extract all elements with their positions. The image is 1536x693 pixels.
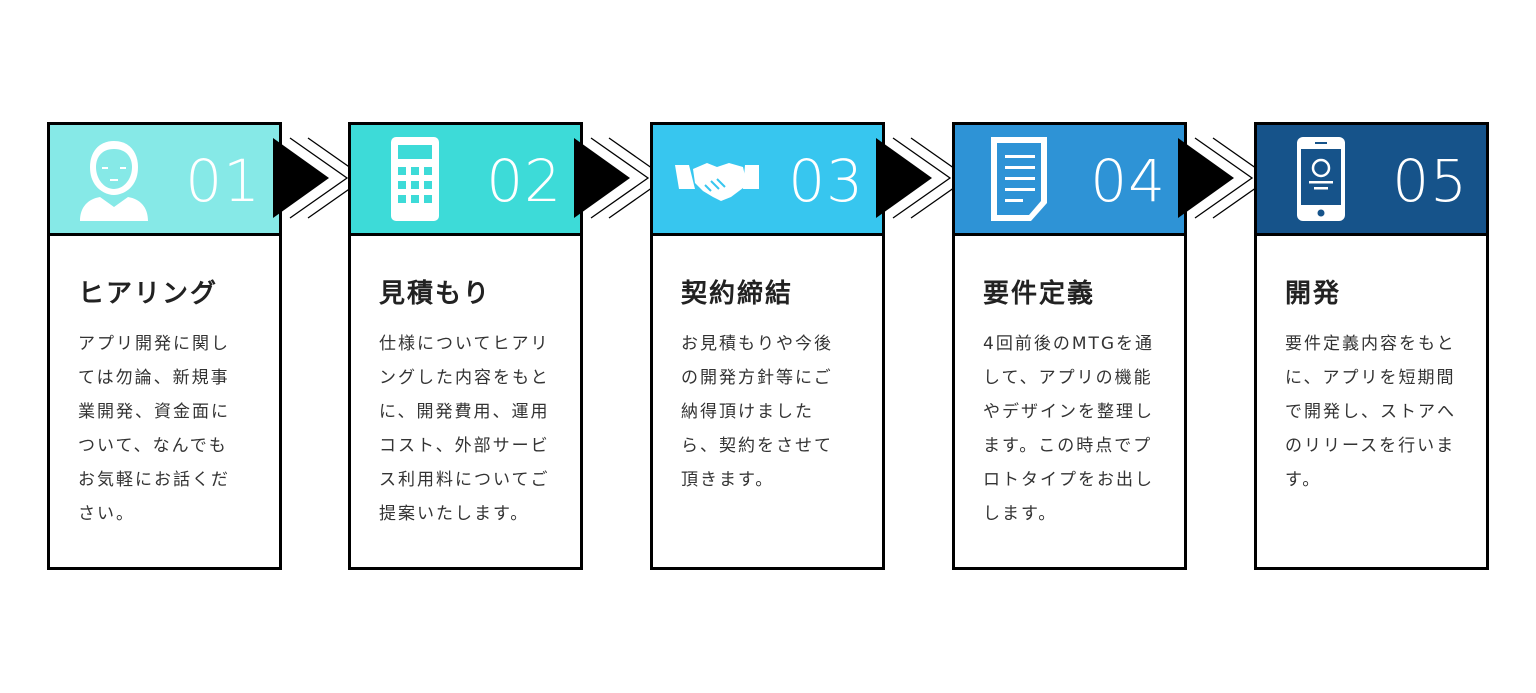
step-description-line: アプリ開発に関し: [78, 334, 230, 354]
step-description-line: ては勿論、新規事: [78, 368, 230, 388]
step-description: お見積もりや今後の開発方針等にご納得頂けましたら、契約をさせて頂きます。: [681, 327, 833, 497]
step-header: 04: [955, 125, 1184, 236]
step-description-line: ロトタイプをお出し: [983, 470, 1154, 490]
step-description-line: の開発方針等にご: [681, 368, 833, 388]
step-description-line: ら、契約をさせて: [681, 436, 833, 456]
step-title: 開発: [1285, 279, 1342, 309]
step-number: 03: [788, 147, 864, 215]
step-description-line: ス利用料についてご: [379, 470, 550, 490]
step-header: 02: [351, 125, 580, 236]
step-card-04: 04 要件定義 4回前後のMTGを通して、アプリの機能やデザインを整理します。こ…: [952, 122, 1187, 570]
step-number: 01: [185, 147, 261, 215]
step-card-05: 05 開発 要件定義内容をもとに、アプリを短期間で開発し、ストアへのリリースを行…: [1254, 122, 1489, 570]
step-title: 見積もり: [379, 279, 492, 309]
step-description-line: 要件定義内容をもと: [1285, 334, 1456, 354]
step-description-line: で開発し、ストアへ: [1285, 402, 1456, 422]
step-description-line: コスト、外部サービ: [379, 436, 550, 456]
step-description-line: して、アプリの機能: [983, 368, 1153, 388]
step-description-line: に、アプリを短期間: [1285, 368, 1456, 388]
step-description-line: します。: [983, 504, 1058, 524]
step-card-03: 03 契約締結 お見積もりや今後の開発方針等にご納得頂けましたら、契約をさせて頂…: [650, 122, 885, 570]
smartphone-icon: [1279, 135, 1363, 223]
step-description-line: ングした内容をもと: [379, 368, 550, 388]
step-header: 03: [653, 125, 882, 236]
step-description-line: お見積もりや今後: [681, 334, 833, 354]
step-number: 02: [486, 147, 562, 215]
step-header: 01: [50, 125, 279, 236]
step-description-line: やデザインを整理し: [983, 402, 1154, 422]
step-description: 仕様についてヒアリングした内容をもとに、開発費用、運用コスト、外部サービス利用料…: [379, 327, 550, 531]
step-description-line: 納得頂けました: [681, 402, 814, 422]
step-description-line: ついて、なんでも: [78, 436, 228, 456]
step-number: 05: [1392, 147, 1468, 215]
step-description-line: 4回前後のMTGを通: [983, 334, 1155, 354]
step-number: 04: [1090, 147, 1166, 215]
step-description-line: す。: [1285, 470, 1322, 490]
calculator-icon: [373, 135, 457, 223]
handshake-icon: [675, 135, 759, 223]
step-description-line: 仕様についてヒアリ: [379, 334, 550, 354]
step-description-line: のリリースを行いま: [1285, 436, 1456, 456]
step-description-line: お気軽にお話くだ: [78, 470, 230, 490]
step-title: ヒアリング: [78, 279, 219, 309]
step-description-line: さい。: [78, 504, 135, 524]
step-description-line: 提案いたします。: [379, 504, 530, 524]
step-description-line: 業開発、資金面に: [78, 402, 230, 422]
step-description: アプリ開発に関しては勿論、新規事業開発、資金面について、なんでもお気軽にお話くだ…: [78, 327, 230, 531]
step-description: 要件定義内容をもとに、アプリを短期間で開発し、ストアへのリリースを行います。: [1285, 327, 1456, 497]
step-title: 契約締結: [681, 279, 794, 309]
document-icon: [977, 135, 1061, 223]
step-card-02: 02 見積もり 仕様についてヒアリングした内容をもとに、開発費用、運用コスト、外…: [348, 122, 583, 570]
step-description-line: 頂きます。: [681, 470, 775, 490]
step-description-line: ます。この時点でプ: [983, 436, 1153, 456]
step-description-line: に、開発費用、運用: [379, 402, 550, 422]
step-description: 4回前後のMTGを通して、アプリの機能やデザインを整理します。この時点でプロトタ…: [983, 327, 1154, 531]
step-header: 05: [1257, 125, 1486, 236]
person-icon: [72, 135, 156, 223]
step-card-01: 01 ヒアリング アプリ開発に関しては勿論、新規事業開発、資金面について、なんで…: [47, 122, 282, 570]
step-title: 要件定義: [983, 279, 1096, 309]
